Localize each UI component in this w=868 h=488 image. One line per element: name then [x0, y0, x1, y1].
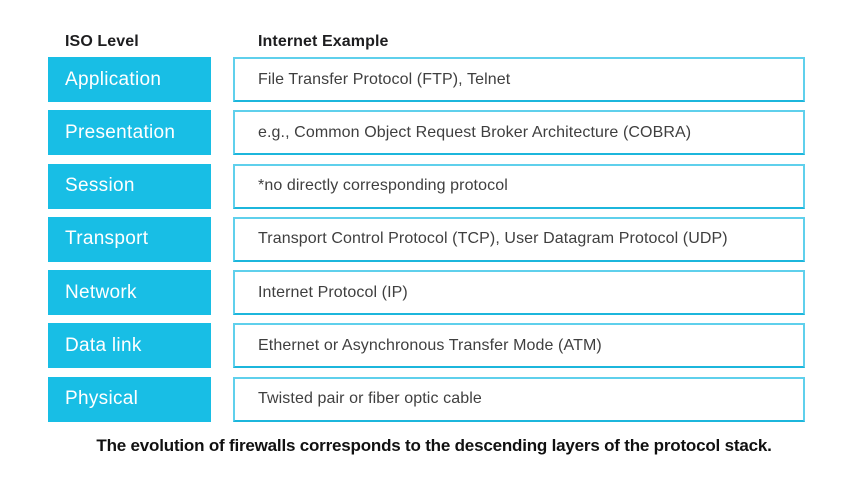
internet-example-text: *no directly corresponding protocol	[258, 177, 508, 195]
iso-level-label: Transport	[65, 228, 149, 250]
internet-example-box-application: File Transfer Protocol (FTP), Telnet	[233, 57, 805, 102]
iso-level-label: Application	[65, 68, 162, 90]
iso-level-label: Session	[65, 175, 135, 197]
column-header-internet-example: Internet Example	[258, 33, 389, 50]
internet-example-text: File Transfer Protocol (FTP), Telnet	[258, 70, 511, 88]
iso-level-label: Data link	[65, 334, 142, 356]
protocol-row-data-link: Data link Ethernet or Asynchronous Trans…	[48, 323, 805, 369]
internet-example-box-transport: Transport Control Protocol (TCP), User D…	[233, 216, 805, 262]
iso-level-box-presentation: Presentation	[48, 110, 211, 156]
iso-level-box-network: Network	[48, 270, 211, 316]
protocol-row-transport: Transport Transport Control Protocol (TC…	[48, 216, 805, 262]
diagram-caption: The evolution of firewalls corresponds t…	[96, 436, 772, 455]
internet-example-text: e.g., Common Object Request Broker Archi…	[258, 123, 692, 141]
internet-example-box-data-link: Ethernet or Asynchronous Transfer Mode (…	[233, 323, 805, 369]
protocol-row-presentation: Presentation e.g., Common Object Request…	[48, 110, 805, 156]
internet-example-box-presentation: e.g., Common Object Request Broker Archi…	[233, 110, 805, 156]
iso-level-label: Network	[65, 281, 137, 303]
iso-level-box-application: Application	[48, 57, 211, 102]
protocol-row-network: Network Internet Protocol (IP)	[48, 270, 805, 316]
iso-level-label: Physical	[65, 388, 139, 410]
internet-example-text: Internet Protocol (IP)	[258, 283, 408, 301]
internet-example-text: Twisted pair or fiber optic cable	[258, 390, 482, 408]
protocol-row-physical: Physical Twisted pair or fiber optic cab…	[48, 376, 805, 422]
internet-example-box-session: *no directly corresponding protocol	[233, 163, 805, 209]
iso-level-label: Presentation	[65, 121, 176, 143]
iso-level-box-transport: Transport	[48, 216, 211, 262]
iso-level-box-data-link: Data link	[48, 323, 211, 369]
protocol-row-session: Session *no directly corresponding proto…	[48, 163, 805, 209]
iso-level-box-session: Session	[48, 163, 211, 209]
internet-example-text: Ethernet or Asynchronous Transfer Mode (…	[258, 336, 602, 354]
protocol-row-application: Application File Transfer Protocol (FTP)…	[48, 57, 805, 102]
internet-example-text: Transport Control Protocol (TCP), User D…	[258, 230, 728, 248]
internet-example-box-physical: Twisted pair or fiber optic cable	[233, 376, 805, 422]
internet-example-box-network: Internet Protocol (IP)	[233, 270, 805, 316]
column-header-iso-level: ISO Level	[65, 33, 139, 50]
protocol-rows: Application File Transfer Protocol (FTP)…	[48, 57, 805, 422]
iso-level-box-physical: Physical	[48, 376, 211, 422]
